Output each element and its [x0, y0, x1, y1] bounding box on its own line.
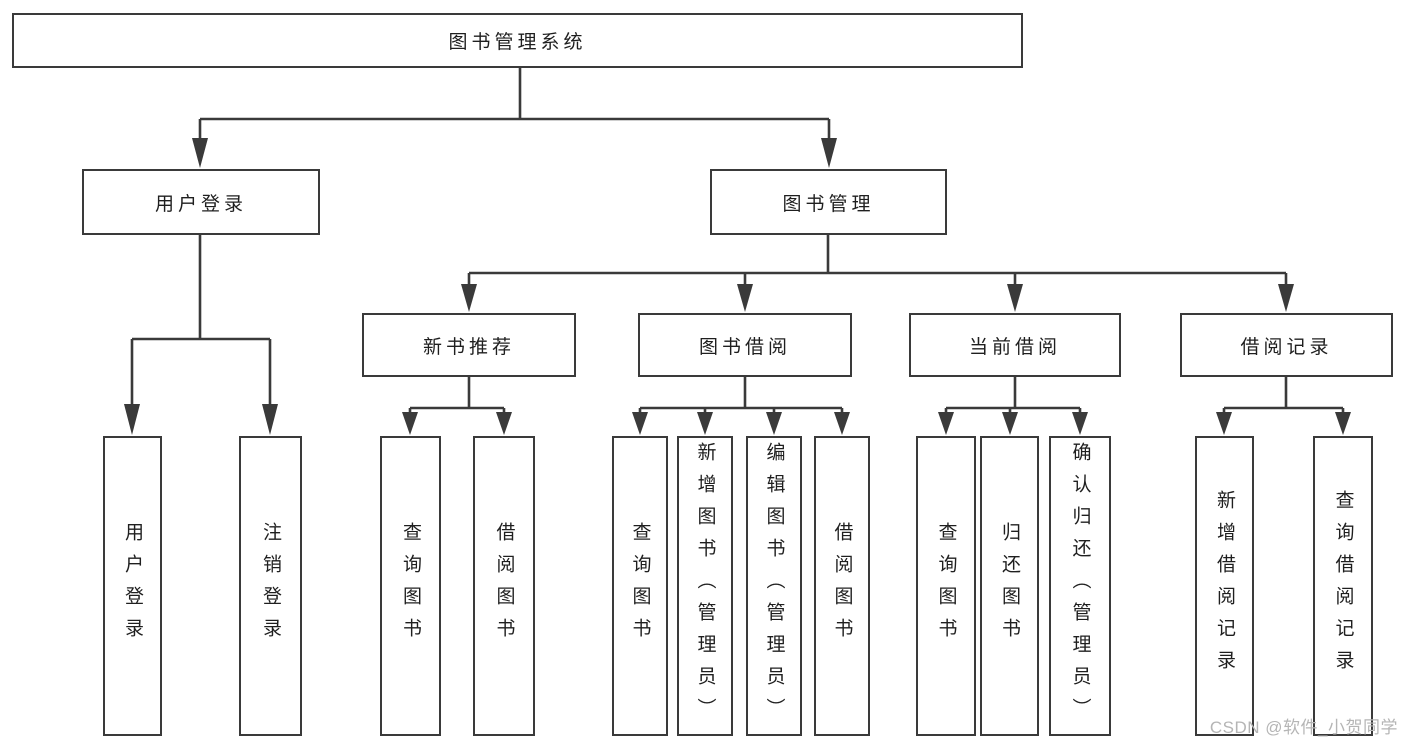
connector-line [1222, 377, 1345, 416]
connector-current-borrow-children [938, 377, 1088, 435]
arrow-down-icon [496, 412, 512, 435]
leaf-add-book-admin: 新增图书（管理员） [677, 436, 733, 736]
leaf-query-borrow-record: 查询借阅记录 [1313, 436, 1373, 736]
leaf-borrow-books-recommend: 借阅图书 [473, 436, 535, 736]
connector-borrow-records-children [1216, 377, 1351, 435]
connector-line [408, 377, 506, 416]
connector-root-to-level2 [192, 68, 837, 168]
arrow-down-icon [766, 412, 782, 435]
leaf-return-book: 归还图书 [980, 436, 1039, 736]
csdn-watermark: CSDN @软件_小贺同学 [1209, 718, 1398, 737]
arrow-down-icon [402, 412, 418, 435]
connector-book-borrow-children [632, 377, 850, 435]
connector-line [638, 377, 844, 416]
leaf-query-books-current: 查询图书 [916, 436, 976, 736]
connector-book-management-children [461, 235, 1294, 312]
leaf-user-login: 用户登录 [103, 436, 162, 736]
connector-line [130, 235, 272, 410]
node-new-book-recommend: 新书推荐 [362, 313, 576, 377]
arrow-down-icon [1278, 284, 1294, 312]
arrow-down-icon [632, 412, 648, 435]
node-user-login: 用户登录 [82, 169, 320, 235]
arrow-down-icon [1002, 412, 1018, 435]
leaf-query-books-borrow: 查询图书 [612, 436, 668, 736]
arrow-down-icon [1216, 412, 1232, 435]
arrow-down-icon [834, 412, 850, 435]
node-book-borrow: 图书借阅 [638, 313, 852, 377]
leaf-edit-book-admin: 编辑图书（管理员） [746, 436, 802, 736]
connector-line [467, 235, 1288, 288]
arrow-down-icon [262, 404, 278, 435]
leaf-query-books-recommend: 查询图书 [380, 436, 441, 736]
arrow-down-icon [821, 138, 837, 168]
arrow-down-icon [1335, 412, 1351, 435]
arrow-down-icon [1007, 284, 1023, 312]
arrow-down-icon [1072, 412, 1088, 435]
connector-line [198, 68, 831, 142]
node-current-borrow: 当前借阅 [909, 313, 1121, 377]
connector-line [944, 377, 1082, 416]
node-borrow-records: 借阅记录 [1180, 313, 1393, 377]
arrow-down-icon [697, 412, 713, 435]
leaf-confirm-return-admin: 确认归还（管理员） [1049, 436, 1111, 736]
leaf-borrow-books: 借阅图书 [814, 436, 870, 736]
arrow-down-icon [461, 284, 477, 312]
arrow-down-icon [938, 412, 954, 435]
connector-user-login-children [124, 235, 278, 435]
node-root-system: 图书管理系统 [12, 13, 1023, 68]
leaf-logout: 注销登录 [239, 436, 302, 736]
arrow-down-icon [192, 138, 208, 168]
leaf-add-borrow-record: 新增借阅记录 [1195, 436, 1254, 736]
arrow-down-icon [124, 404, 140, 435]
node-book-management: 图书管理 [710, 169, 947, 235]
connector-new-book-children [402, 377, 512, 435]
arrow-down-icon [737, 284, 753, 312]
